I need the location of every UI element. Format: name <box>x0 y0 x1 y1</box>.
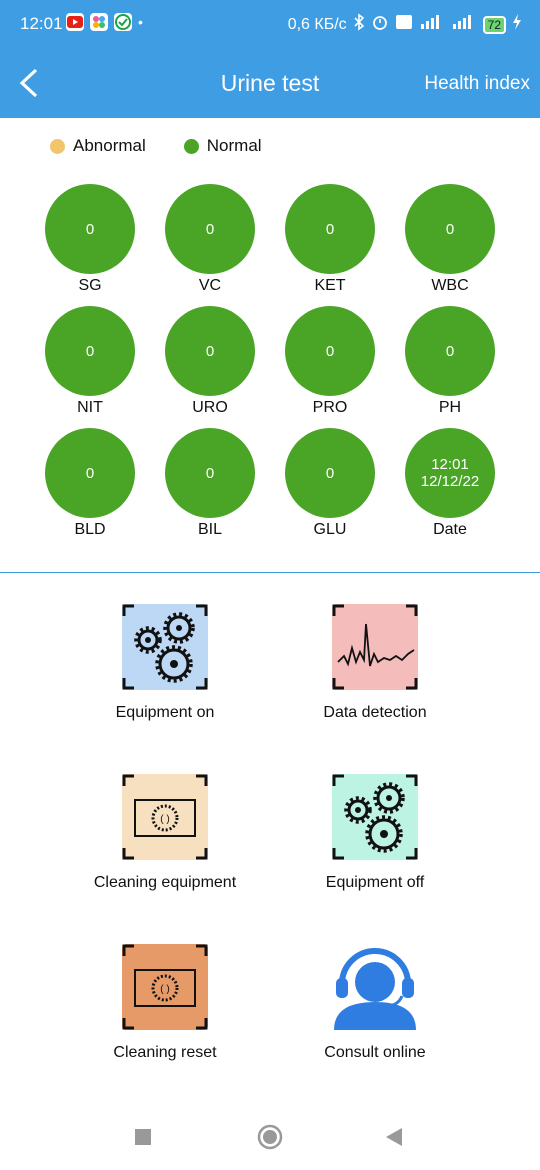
cleaning-reset-button[interactable]: ( ) Cleaning reset <box>65 944 265 1062</box>
dial-panel-icon: ( ) <box>122 774 208 860</box>
legend-normal: Normal <box>183 136 262 156</box>
bluetooth-icon <box>353 13 365 36</box>
test-label: VC <box>198 277 222 294</box>
test-label: BIL <box>197 521 222 538</box>
svg-text:( ): ( ) <box>160 984 169 995</box>
test-label: SG <box>78 277 102 294</box>
battery-icon: 72 <box>482 15 506 34</box>
signal-icon <box>419 14 445 35</box>
test-label: Date <box>433 521 467 538</box>
test-value-circle: 0 <box>285 306 375 396</box>
app-header: Urine test Health index <box>0 48 540 118</box>
notification-icons: • <box>66 13 143 31</box>
test-value-circle: 0 <box>285 184 375 274</box>
test-bld[interactable]: 0 BLD <box>30 428 150 539</box>
feature-label: Cleaning reset <box>113 1044 217 1061</box>
more-notifications-icon: • <box>138 14 143 30</box>
feature-label: Consult online <box>324 1044 426 1061</box>
test-bil[interactable]: 0 BIL <box>150 428 270 539</box>
test-label: URO <box>192 399 228 416</box>
legend-abnormal: Abnormal <box>50 136 146 156</box>
test-ph[interactable]: 0 PH <box>390 306 510 417</box>
page-title: Urine test <box>220 70 320 96</box>
data-detection-button[interactable]: Data detection <box>275 604 475 722</box>
test-date-value: 12/12/22 <box>420 473 480 490</box>
test-value-circle: 0 <box>45 428 135 518</box>
square-icon <box>135 1129 151 1145</box>
test-value-circle: 0 <box>285 428 375 518</box>
health-index-link[interactable]: Health index <box>424 73 530 94</box>
test-ket[interactable]: 0 KET <box>270 184 390 295</box>
test-vc[interactable]: 0 VC <box>150 184 270 295</box>
test-label: WBC <box>431 277 469 294</box>
legend: Abnormal Normal <box>50 136 262 156</box>
normal-dot-icon <box>183 138 199 154</box>
test-value-circle: 0 <box>405 184 495 274</box>
back-nav-button[interactable] <box>384 1127 404 1147</box>
test-value-circle: 0 <box>165 184 255 274</box>
legend-abnormal-label: Abnormal <box>73 136 146 155</box>
status-right: 0,6 КБ/с 72 <box>288 13 522 36</box>
circle-icon <box>257 1124 283 1150</box>
check-app-icon <box>114 13 132 31</box>
test-value-circle: 0 <box>165 306 255 396</box>
test-glu[interactable]: 0 GLU <box>270 428 390 539</box>
app-grid-icon <box>90 13 108 31</box>
consult-online-button[interactable]: Consult online <box>275 944 475 1062</box>
test-label: KET <box>314 277 346 294</box>
section-divider <box>0 572 540 573</box>
equipment-on-button[interactable]: Equipment on <box>65 604 265 722</box>
volte-icon <box>395 13 413 36</box>
legend-normal-label: Normal <box>206 136 262 155</box>
feature-label: Cleaning equipment <box>93 874 237 891</box>
network-speed: 0,6 КБ/с <box>287 15 347 33</box>
headset-agent-icon <box>332 944 418 1030</box>
status-time: 12:01 <box>20 14 63 33</box>
test-sg[interactable]: 0 SG <box>30 184 150 295</box>
equipment-off-button[interactable]: Equipment off <box>275 774 475 892</box>
test-wbc[interactable]: 0 WBC <box>390 184 510 295</box>
feature-label: Equipment on <box>115 704 215 721</box>
youtube-icon <box>66 13 84 31</box>
test-nit[interactable]: 0 NIT <box>30 306 150 417</box>
gears-icon <box>332 774 418 860</box>
test-value-circle: 0 <box>405 306 495 396</box>
alarm-icon <box>371 13 389 36</box>
home-button[interactable] <box>257 1124 283 1150</box>
test-value-circle: 0 <box>45 184 135 274</box>
test-label: GLU <box>313 521 347 538</box>
svg-text:( ): ( ) <box>160 814 169 825</box>
feature-label: Equipment off <box>325 874 425 891</box>
cleaning-equipment-button[interactable]: ( ) Cleaning equipment <box>65 774 265 892</box>
test-value-circle: 0 <box>165 428 255 518</box>
test-date[interactable]: 12:01 12/12/22 Date <box>390 428 510 539</box>
date-circle: 12:01 12/12/22 <box>405 428 495 518</box>
test-label: NIT <box>77 399 103 416</box>
waveform-icon <box>332 604 418 690</box>
system-nav-bar <box>0 1106 540 1170</box>
test-time: 12:01 <box>431 456 469 473</box>
test-uro[interactable]: 0 URO <box>150 306 270 417</box>
chevron-left-icon <box>19 68 38 98</box>
signal-2-icon <box>451 14 477 35</box>
triangle-back-icon <box>386 1128 402 1146</box>
status-bar: 12:01 • 0,6 КБ/с 72 <box>0 0 540 48</box>
back-button[interactable] <box>14 66 48 100</box>
test-label: PH <box>438 399 462 416</box>
test-value-circle: 0 <box>45 306 135 396</box>
feature-label: Data detection <box>323 704 427 721</box>
test-label: PRO <box>312 399 348 416</box>
dial-panel-icon: ( ) <box>122 944 208 1030</box>
abnormal-dot-icon <box>50 138 65 154</box>
recent-apps-button[interactable] <box>134 1128 152 1146</box>
gears-icon <box>122 604 208 690</box>
test-pro[interactable]: 0 PRO <box>270 306 390 417</box>
test-label: BLD <box>74 521 106 538</box>
charging-icon <box>512 14 522 35</box>
